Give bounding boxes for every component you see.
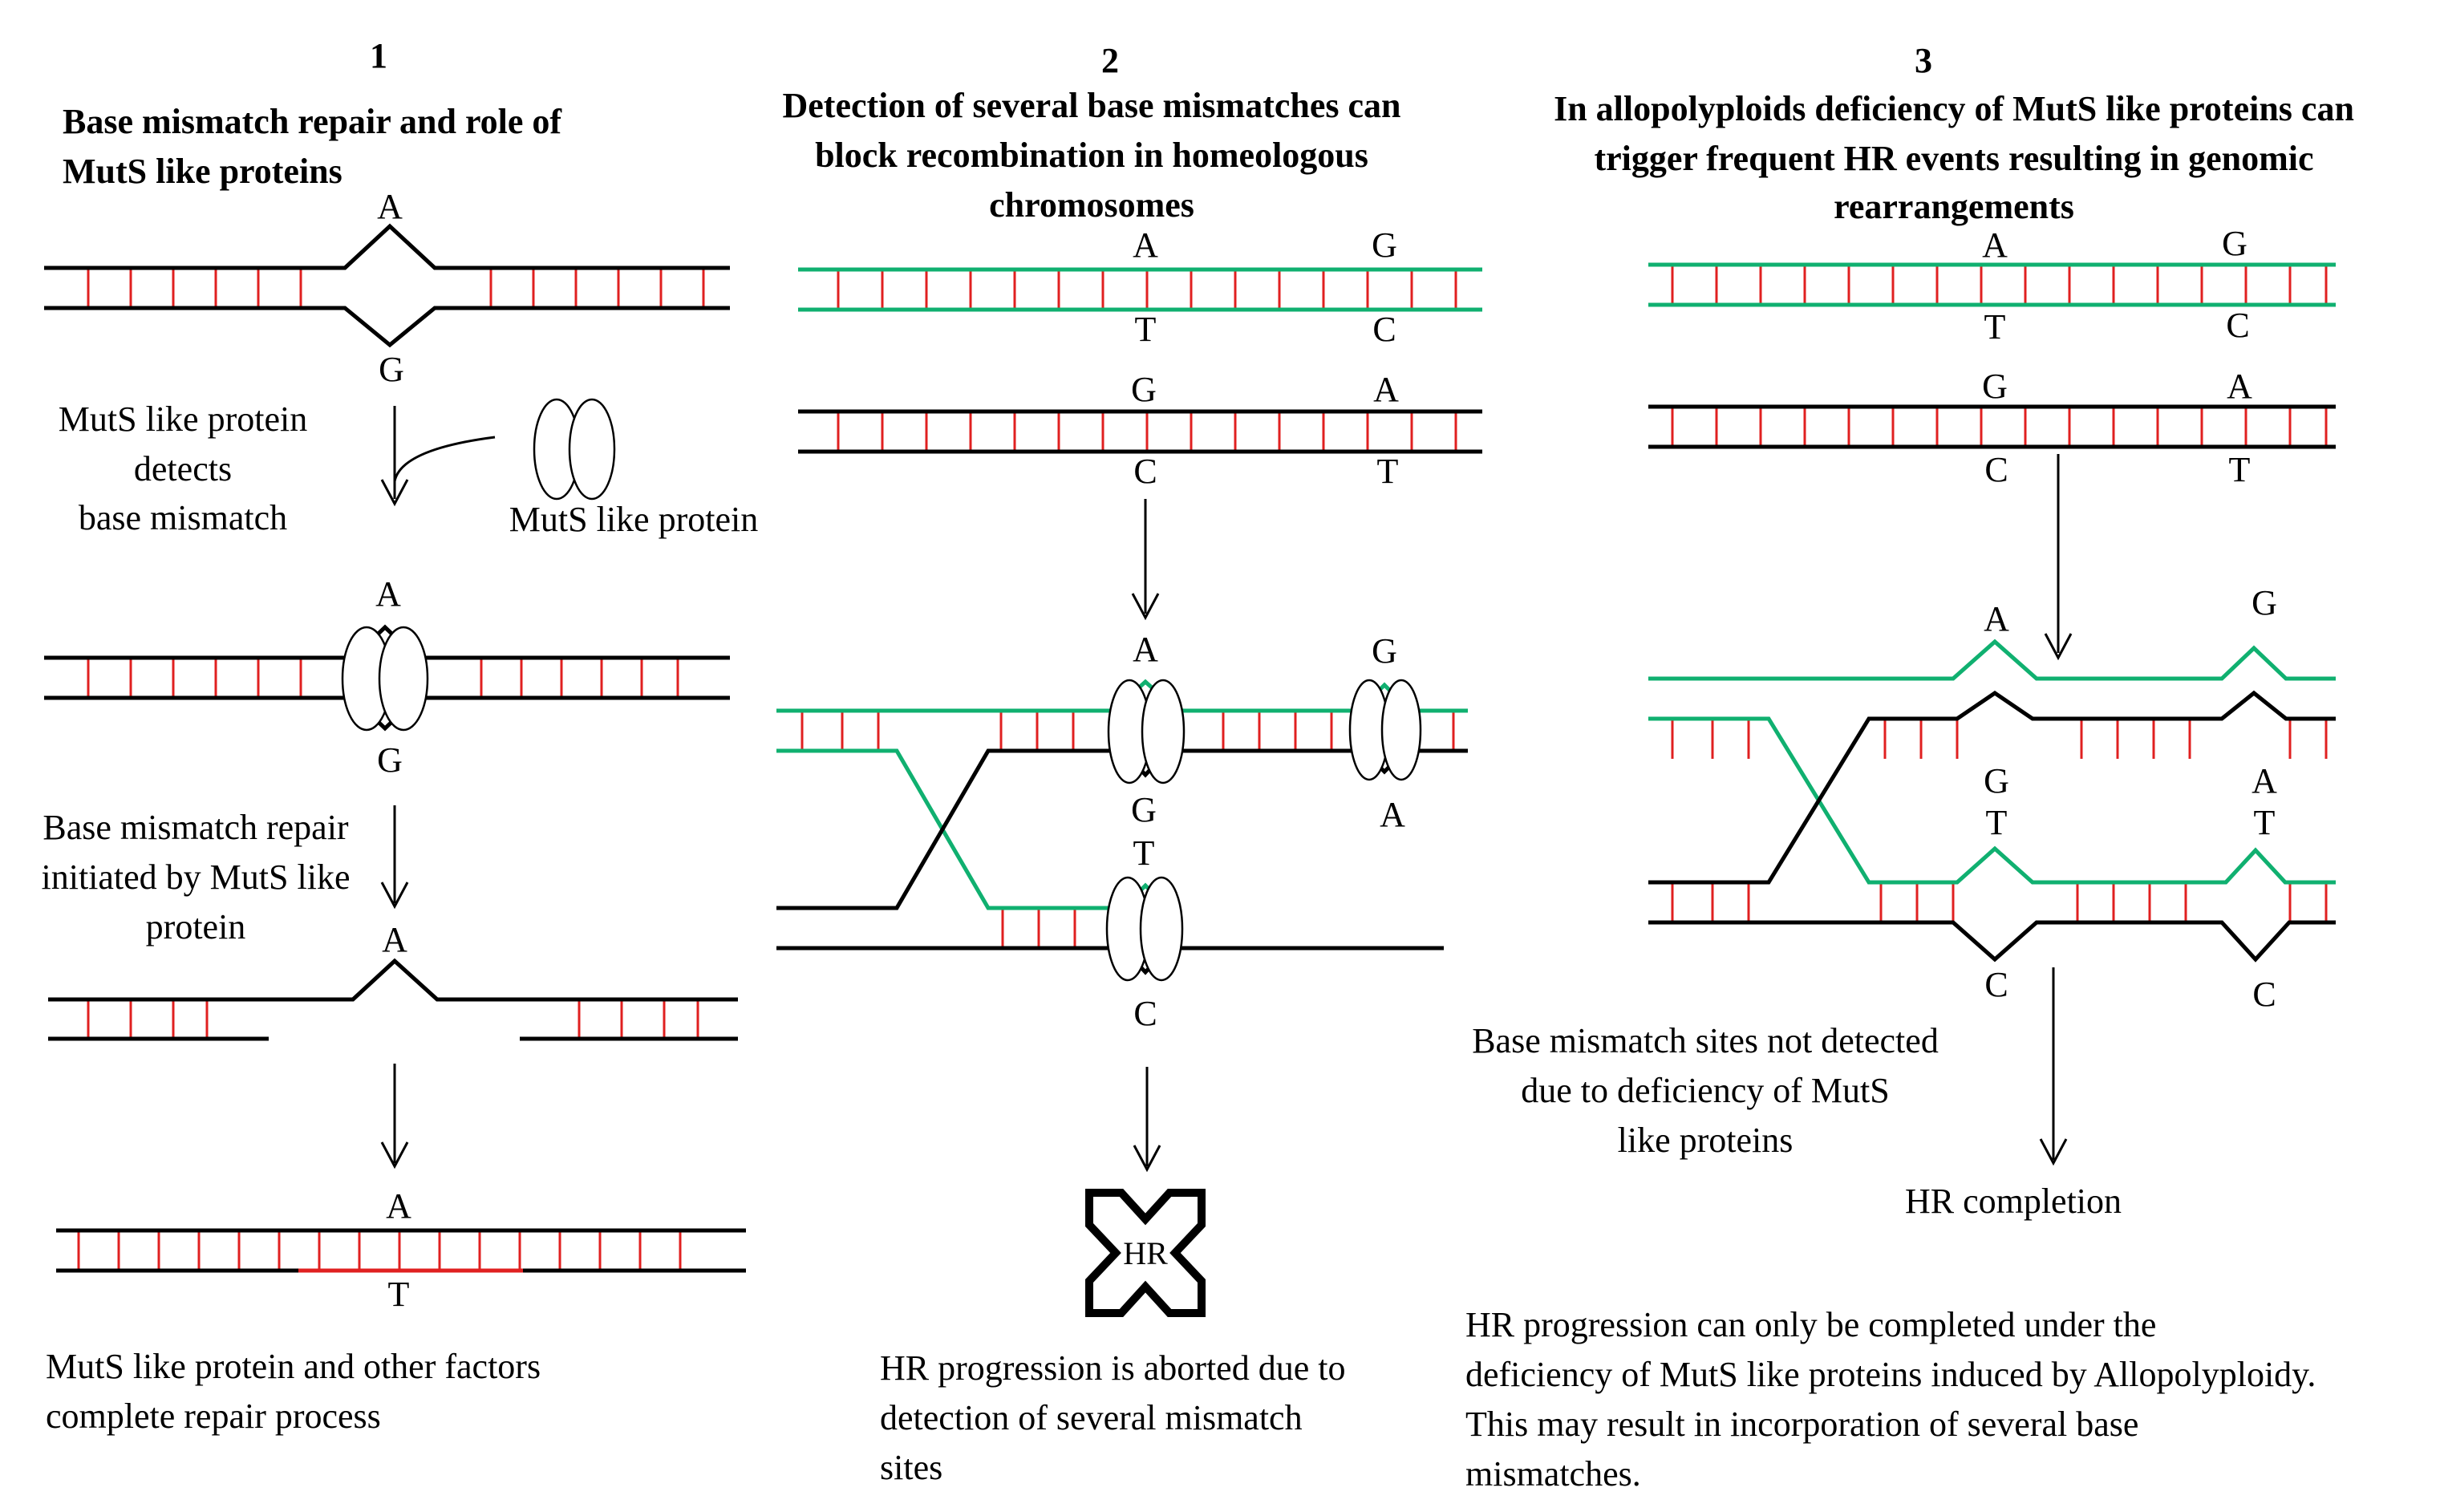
p3-x-b-bottom: A	[2252, 761, 2277, 801]
p1-detect-label-1: MutS like protein	[59, 399, 307, 439]
p3-low-a-top: T	[1986, 803, 2008, 842]
p2-b1-b-top: A	[1373, 370, 1399, 409]
p1-dna-excised: A	[48, 920, 738, 1041]
p1-complete-label-1: MutS like protein and other factors	[46, 1347, 541, 1386]
panel-3-title-line-2: trigger frequent HR events resulting in …	[1594, 139, 2313, 178]
muts-protein-cluster-1	[1107, 679, 1186, 784]
p3-b1-b-top: A	[2227, 367, 2252, 406]
p1-s2-base-bottom: G	[377, 740, 403, 780]
panel-3-title-line-3: rearrangements	[1834, 187, 2074, 226]
p1-base-bottom: G	[379, 350, 404, 389]
p3-green-duplex: A T G C	[1648, 224, 2336, 347]
p2-b1-a-bottom: C	[1133, 452, 1157, 491]
muts-protein-cluster-3	[1105, 876, 1184, 982]
p2-x-a-top: A	[1133, 630, 1158, 669]
p1-repair-label-3: protein	[146, 907, 246, 947]
p3-x-a-top: A	[1984, 599, 2009, 638]
p2-b1-b-bottom: T	[1377, 452, 1399, 491]
panel-1: 1 Base mismatch repair and role of MutS …	[42, 36, 759, 1436]
p3-x-a-bottom: G	[1984, 761, 2009, 801]
hr-blocked-label: HR	[1123, 1235, 1168, 1271]
p1-s4-base-bottom: T	[388, 1275, 410, 1314]
p3-b1-a-bottom: C	[1984, 450, 2008, 489]
p3-g1-a-top: A	[1982, 225, 2008, 265]
panel-2-title-line-3: chromosomes	[989, 185, 1194, 225]
p2-black-duplex: G C A T	[798, 370, 1482, 491]
p3-low-b-top: T	[2254, 803, 2276, 842]
p2-x-b-top: G	[1372, 631, 1397, 671]
panel-1-title-line-2: MutS like proteins	[63, 152, 342, 191]
p3-undetected-label-1: Base mismatch sites not detected	[1472, 1021, 1939, 1060]
panel-1-title-line-1: Base mismatch repair and role of	[63, 102, 562, 141]
p1-detect-label-3: base mismatch	[79, 498, 287, 537]
p1-base-top: A	[377, 187, 403, 226]
p3-crossover: A G G A T C T C	[1648, 583, 2336, 1014]
p1-dna-mismatch: A G	[44, 187, 730, 389]
p2-crossover: A G G A T C	[776, 630, 1468, 1033]
panel-2-title-line-1: Detection of several base mismatches can	[782, 86, 1400, 125]
p2-x-a-bottom: G	[1131, 790, 1157, 829]
p1-detect-label-2: detects	[134, 449, 232, 488]
p1-dna-repaired: A T	[56, 1186, 746, 1314]
p2-g1-a-bottom: T	[1135, 310, 1157, 349]
p3-conclusion-1: HR progression can only be completed und…	[1465, 1305, 2156, 1344]
p3-low-b-bottom: C	[2252, 975, 2276, 1014]
panel-3: 3 In allopolyploids deficiency of MutS l…	[1465, 41, 2354, 1494]
p2-low-bottom: C	[1133, 994, 1157, 1033]
hr-blocked-icon: HR	[1085, 1189, 1206, 1317]
p1-repair-label-2: initiated by MutS like	[42, 857, 351, 897]
p1-s2-base-top: A	[375, 574, 401, 614]
p1-s3-base-top: A	[382, 920, 407, 959]
p1-repair-label-1: Base mismatch repair	[43, 808, 349, 847]
panel-1-number: 1	[370, 36, 387, 75]
panel-3-number: 3	[1915, 41, 1932, 80]
p3-g1-b-top: G	[2222, 224, 2247, 263]
muts-protein-icon	[533, 398, 616, 501]
p2-g1-a-top: A	[1133, 225, 1158, 265]
panel-2-number: 2	[1101, 41, 1119, 80]
p3-undetected-label-2: due to deficiency of MutS	[1521, 1071, 1889, 1110]
p3-undetected-label-3: like proteins	[1618, 1121, 1794, 1160]
p2-green-duplex: A T G C	[798, 225, 1482, 349]
p1-complete-label-2: complete repair process	[46, 1396, 381, 1436]
p2-x-b-bottom: A	[1380, 795, 1405, 834]
p1-dna-protein-bound: A G	[44, 574, 730, 780]
p3-conclusion-3: This may result in incorporation of seve…	[1465, 1405, 2138, 1444]
p2-g1-b-bottom: C	[1372, 310, 1396, 349]
p1-s4-base-top: A	[386, 1186, 411, 1226]
p3-completion-label: HR completion	[1905, 1182, 2122, 1221]
p1-protein-label: MutS like protein	[509, 500, 758, 539]
panel-2-title-line-2: block recombination in homeologous	[815, 136, 1368, 175]
p3-conclusion-2: deficiency of MutS like proteins induced…	[1465, 1355, 2316, 1394]
p3-x-b-top: G	[2252, 583, 2277, 622]
muts-protein-cluster-2	[1348, 679, 1422, 781]
p2-g1-b-top: G	[1372, 225, 1397, 265]
panel-2: 2 Detection of several base mismatches c…	[776, 41, 1482, 1487]
p3-b1-b-bottom: T	[2229, 450, 2251, 489]
panel-3-title-line-1: In allopolyploids deficiency of MutS lik…	[1554, 89, 2354, 128]
p3-low-a-bottom: C	[1984, 965, 2008, 1004]
p3-black-duplex: G C A T	[1648, 367, 2336, 489]
muts-protein-bound-icon	[341, 626, 429, 732]
p3-conclusion-4: mismatches.	[1465, 1454, 1641, 1494]
p3-g1-b-bottom: C	[2226, 306, 2249, 345]
p3-g1-a-bottom: T	[1984, 307, 2006, 347]
p2-conclusion-3: sites	[880, 1448, 942, 1487]
p2-low-top: T	[1133, 833, 1155, 873]
p3-b1-a-top: G	[1982, 367, 2008, 406]
p2-b1-a-top: G	[1131, 370, 1157, 409]
p2-conclusion-2: detection of several mismatch	[880, 1398, 1303, 1437]
p2-conclusion-1: HR progression is aborted due to	[880, 1348, 1345, 1388]
